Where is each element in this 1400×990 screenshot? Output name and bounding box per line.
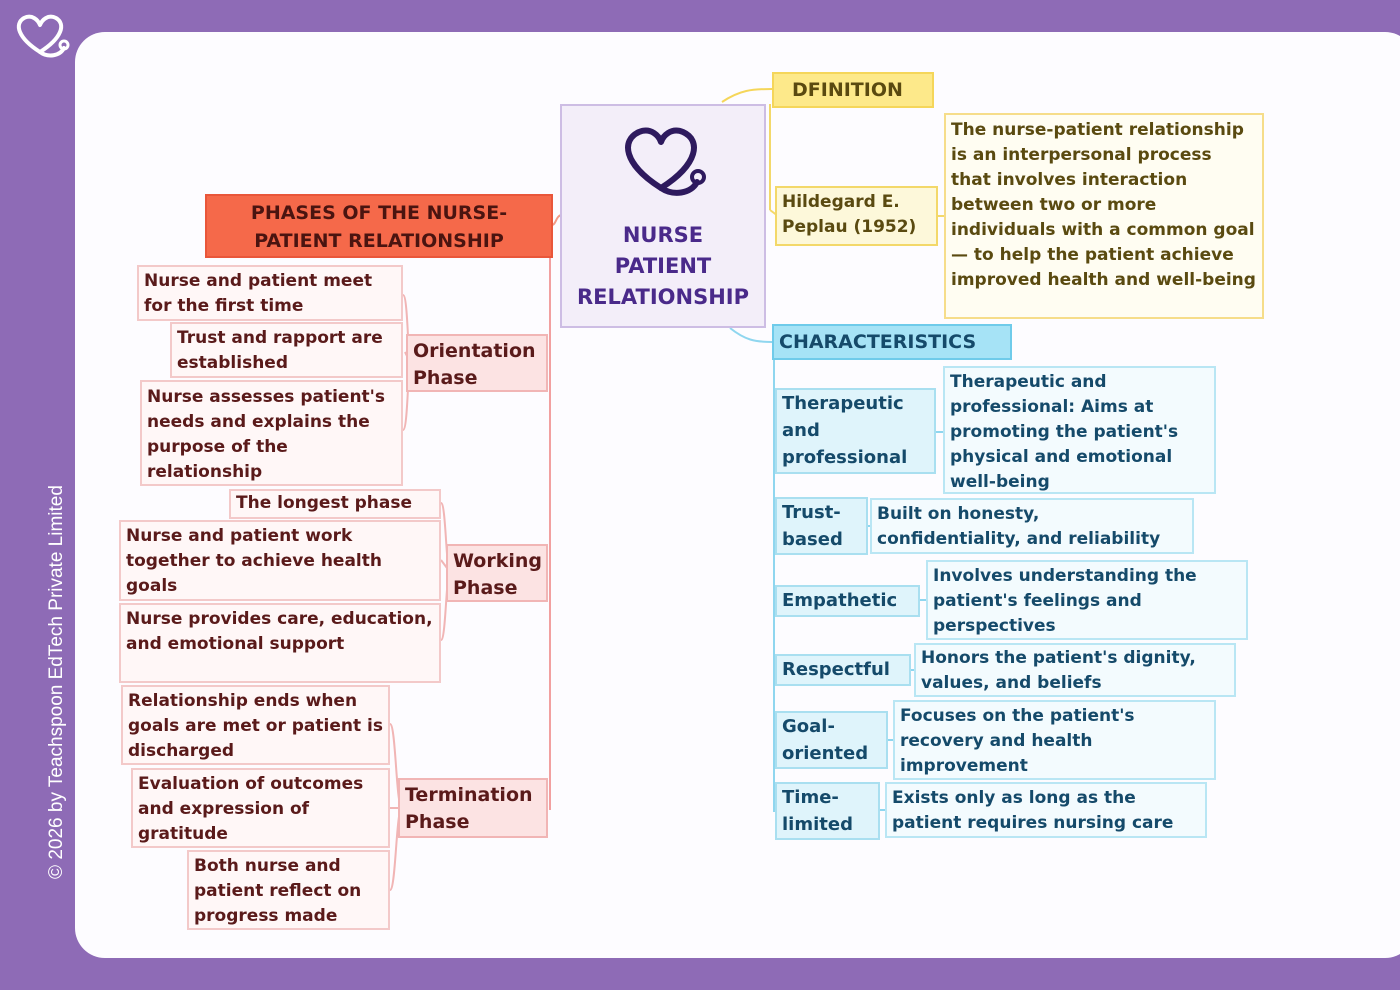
characteristics-heading[interactable]: CHARACTERISTICS <box>772 324 1012 360</box>
char-label-empathetic[interactable]: Empathetic <box>775 585 920 617</box>
char-label-therapeutic[interactable]: Therapeutic and professional <box>775 388 936 474</box>
copyright-text: © 2026 by Teachspoon EdTech Private Limi… <box>46 485 67 879</box>
char-text-respectful[interactable]: Honors the patient's dignity, values, an… <box>914 643 1236 697</box>
char-text-therapeutic[interactable]: Therapeutic and professional: Aims at pr… <box>943 366 1216 494</box>
heart-stethoscope-logo-icon <box>16 14 70 58</box>
char-label-goal-oriented[interactable]: Goal-oriented <box>775 711 888 769</box>
orientation-item-3[interactable]: Nurse assesses patient's needs and expla… <box>140 380 403 486</box>
heart-stethoscope-icon <box>625 127 706 196</box>
working-item-2[interactable]: Nurse and patient work together to achie… <box>119 520 441 601</box>
termination-item-2[interactable]: Evaluation of outcomes and expression of… <box>131 768 390 848</box>
definition-heading[interactable]: DFINITION <box>772 72 934 108</box>
center-title: NURSE PATIENT RELATIONSHIP <box>577 223 749 309</box>
orientation-item-2[interactable]: Trust and rapport are established <box>170 322 403 378</box>
termination-item-3[interactable]: Both nurse and patient reflect on progre… <box>187 850 390 930</box>
char-label-time-limited[interactable]: Time-limited <box>775 782 880 840</box>
char-label-trust-based[interactable]: Trust-based <box>775 497 868 555</box>
center-node[interactable]: NURSE PATIENT RELATIONSHIP <box>560 104 766 328</box>
char-label-respectful[interactable]: Respectful <box>775 654 911 686</box>
phases-heading[interactable]: PHASES OF THE NURSE-PATIENT RELATIONSHIP <box>205 194 553 258</box>
char-text-empathetic[interactable]: Involves understanding the patient's fee… <box>926 560 1248 640</box>
definition-author[interactable]: Hildegard E. Peplau (1952) <box>775 186 938 246</box>
orientation-item-1[interactable]: Nurse and patient meet for the first tim… <box>137 265 403 321</box>
orientation-phase-node[interactable]: Orientation Phase <box>406 334 548 392</box>
char-text-trust-based[interactable]: Built on honesty, confidentiality, and r… <box>870 498 1194 554</box>
termination-phase-node[interactable]: Termination Phase <box>398 778 548 838</box>
definition-text[interactable]: The nurse-patient relationship is an int… <box>944 113 1264 319</box>
termination-item-1[interactable]: Relationship ends when goals are met or … <box>121 685 390 765</box>
char-text-time-limited[interactable]: Exists only as long as the patient requi… <box>885 782 1207 838</box>
working-item-1[interactable]: The longest phase <box>229 489 441 519</box>
working-phase-node[interactable]: Working Phase <box>446 544 548 602</box>
working-item-3[interactable]: Nurse provides care, education, and emot… <box>119 603 441 683</box>
char-text-goal-oriented[interactable]: Focuses on the patient's recovery and he… <box>893 700 1216 780</box>
